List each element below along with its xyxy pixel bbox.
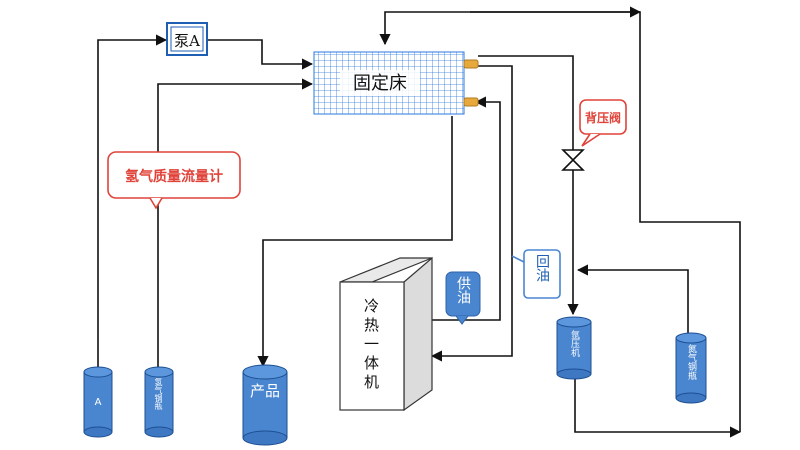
bed-nozzle-top bbox=[463, 59, 479, 69]
return-oil-callout bbox=[511, 249, 561, 299]
pipe-a-to-pump bbox=[97, 34, 168, 368]
pipe-n2-in bbox=[576, 264, 689, 334]
pipe-return-oil bbox=[430, 65, 513, 362]
pipe-pump-to-bed bbox=[208, 39, 314, 70]
chiller-label: 冷热一体机 bbox=[362, 298, 380, 393]
cylinder-product-label: 产品 bbox=[250, 382, 280, 400]
valve-icon[interactable] bbox=[561, 149, 585, 171]
pipe-bed-to-bpr bbox=[478, 55, 579, 316]
h2-meter-label: 氢气质量流量计 bbox=[125, 168, 223, 185]
cylinder-a bbox=[83, 366, 113, 438]
fixed-bed[interactable] bbox=[313, 51, 465, 115]
bpr-label: 背压阀 bbox=[585, 110, 621, 125]
bpr-callout bbox=[579, 99, 627, 147]
cylinder-h2-label: 氢气钢瓶 bbox=[154, 378, 163, 410]
pipe-h2-to-bed bbox=[157, 78, 314, 368]
supply-oil-label: 供油 bbox=[455, 276, 471, 304]
pipe-top-return bbox=[379, 11, 741, 432]
h2-meter-callout bbox=[107, 151, 241, 210]
cylinder-ar bbox=[556, 316, 592, 380]
cylinder-product bbox=[242, 364, 288, 446]
cylinder-h2 bbox=[144, 366, 174, 438]
chiller-unit[interactable] bbox=[339, 256, 433, 412]
return-oil-label: 回油 bbox=[534, 254, 550, 282]
pump-label: 泵A bbox=[174, 32, 200, 50]
cylinder-n2 bbox=[675, 332, 707, 404]
cylinder-ar-label: 氩压机 bbox=[569, 330, 579, 357]
supply-oil-callout bbox=[445, 271, 481, 325]
bed-label: 固定床 bbox=[353, 73, 407, 94]
cylinder-a-label: A bbox=[95, 397, 102, 408]
cylinder-n2-label: 氮气钢瓶 bbox=[686, 344, 696, 380]
bed-nozzle-bottom bbox=[463, 97, 479, 107]
pipe-ar-bottom bbox=[574, 376, 742, 438]
pipe-bed-to-product bbox=[257, 116, 453, 368]
pump-a[interactable] bbox=[166, 22, 208, 56]
